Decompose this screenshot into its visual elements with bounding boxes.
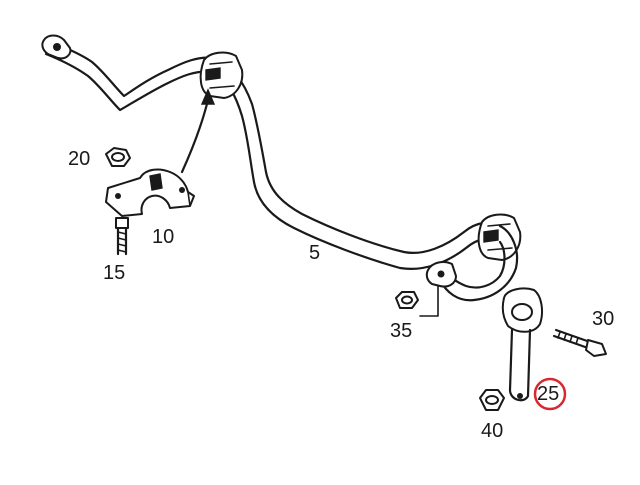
label-part-15[interactable]: 15 — [103, 262, 126, 284]
highlight-circle — [533, 377, 567, 411]
leader-line-35 — [419, 285, 439, 317]
label-part-10[interactable]: 10 — [152, 226, 175, 248]
bolt-15[interactable] — [115, 217, 129, 256]
bolt-30[interactable] — [552, 328, 607, 357]
label-part-35[interactable]: 35 — [390, 320, 413, 342]
nut-40[interactable] — [479, 389, 505, 411]
arrow-indicator — [180, 88, 216, 174]
clamp-bracket[interactable] — [105, 168, 195, 217]
stabilizer-bar[interactable] — [41, 34, 522, 302]
nut-20[interactable] — [105, 147, 131, 167]
label-part-25[interactable]: 25 — [537, 383, 560, 405]
label-part-30[interactable]: 30 — [592, 308, 615, 330]
label-part-5[interactable]: 5 — [309, 242, 321, 264]
label-part-40[interactable]: 40 — [481, 420, 504, 442]
nut-35[interactable] — [395, 291, 419, 309]
link-rod[interactable] — [501, 287, 543, 402]
label-part-20[interactable]: 20 — [68, 148, 91, 170]
